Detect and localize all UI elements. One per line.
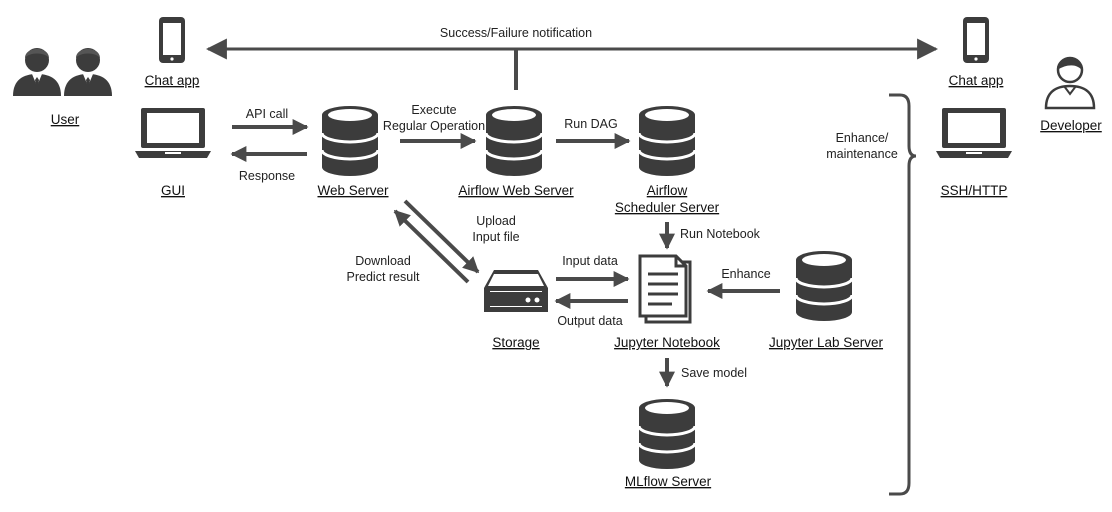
run-notebook-label: Run Notebook [680, 227, 761, 241]
smartphone-icon [159, 17, 185, 63]
enhance-label: Enhance [721, 267, 770, 281]
jupyter-lab-database-icon [794, 249, 854, 323]
airflow-scheduler-label-line2: Scheduler Server [615, 200, 720, 215]
download-arrow [393, 209, 470, 284]
chat-app-right-label: Chat app [949, 73, 1004, 88]
user-label: User [51, 112, 80, 127]
enhance-maintenance-label-line1: Enhance/ [836, 131, 889, 145]
storage-drive-icon [484, 270, 548, 312]
upload-label-line2: Input file [472, 230, 519, 244]
gui-label: GUI [161, 183, 185, 198]
execute-label-line1: Execute [411, 103, 456, 117]
smartphone-icon-right [963, 17, 989, 63]
download-label-line2: Predict result [347, 270, 420, 284]
run-dag-label: Run DAG [564, 117, 618, 131]
laptop-icon-right [936, 108, 1012, 158]
upload-arrow [403, 199, 480, 274]
airflow-web-server-label: Airflow Web Server [458, 183, 574, 198]
output-data-label: Output data [557, 314, 622, 328]
download-label-line1: Download [355, 254, 411, 268]
response-label: Response [239, 169, 295, 183]
airflow-web-server-database-icon [484, 104, 544, 178]
ssh-http-label: SSH/HTTP [941, 183, 1008, 198]
airflow-scheduler-label-line1: Airflow [647, 183, 688, 198]
chat-app-left-label: Chat app [145, 73, 200, 88]
users-icon [13, 48, 112, 96]
mlflow-database-icon [637, 397, 697, 471]
mlflow-server-label: MLflow Server [625, 474, 712, 489]
input-data-label: Input data [562, 254, 618, 268]
web-server-database-icon [320, 104, 380, 178]
api-call-label: API call [246, 107, 288, 121]
airflow-scheduler-database-icon [637, 104, 697, 178]
storage-label: Storage [492, 335, 539, 350]
laptop-icon [135, 108, 211, 158]
save-model-label: Save model [681, 366, 747, 380]
edges [205, 38, 939, 496]
notification-label: Success/Failure notification [440, 26, 592, 40]
jupyter-lab-server-label: Jupyter Lab Server [769, 335, 884, 350]
notebook-document-icon [638, 254, 692, 324]
person-icon [1044, 56, 1096, 110]
developer-label: Developer [1040, 118, 1102, 133]
jupyter-notebook-label: Jupyter Notebook [614, 335, 720, 350]
enhance-maintenance-label-line2: maintenance [826, 147, 898, 161]
web-server-label: Web Server [317, 183, 389, 198]
upload-label-line1: Upload [476, 214, 516, 228]
developer-scope-brace [889, 93, 917, 496]
execute-label-line2: Regular Operation [383, 119, 485, 133]
